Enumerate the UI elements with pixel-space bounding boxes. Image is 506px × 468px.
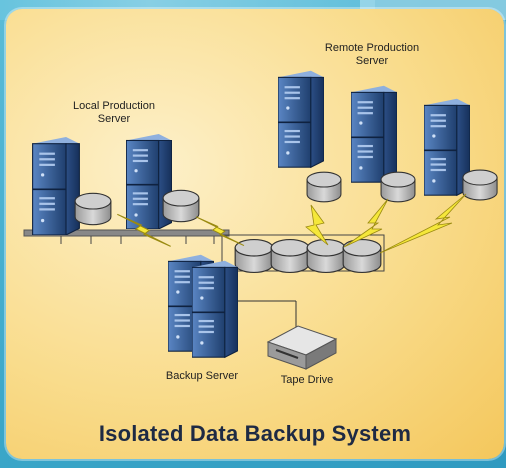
remote-disk-1	[306, 171, 342, 203]
local-network-bar	[23, 229, 230, 244]
lightning-icon-remote-3	[379, 193, 467, 254]
array-disk-3	[306, 238, 346, 274]
local-disk-2	[162, 189, 200, 223]
local-server-1	[32, 137, 80, 235]
remote-disk-2	[380, 171, 416, 203]
tape-drive-icon	[266, 325, 338, 370]
backup-server-label: Backup Server	[165, 370, 239, 382]
lightning-icon-remote-1	[305, 204, 329, 246]
backup-diagram	[23, 69, 498, 370]
lightning-icon-remote-2	[343, 198, 389, 248]
array-disk-2	[270, 238, 310, 274]
diagram-title: Isolated Data Backup System	[98, 421, 412, 446]
local-disk-1	[74, 192, 112, 226]
local-servers-label: Local Production Server	[73, 100, 155, 125]
remote-server-1	[278, 69, 324, 169]
tape-drive-label: Tape Drive	[280, 374, 334, 386]
diagram-panel: Local Production Server Remote Productio…	[6, 9, 504, 459]
remote-servers-label: Remote Production Server	[324, 42, 420, 67]
backup-server-2	[192, 259, 238, 359]
storage-array-outline	[221, 234, 385, 272]
remote-disk-3	[462, 169, 498, 201]
remote-server-2	[351, 84, 397, 184]
